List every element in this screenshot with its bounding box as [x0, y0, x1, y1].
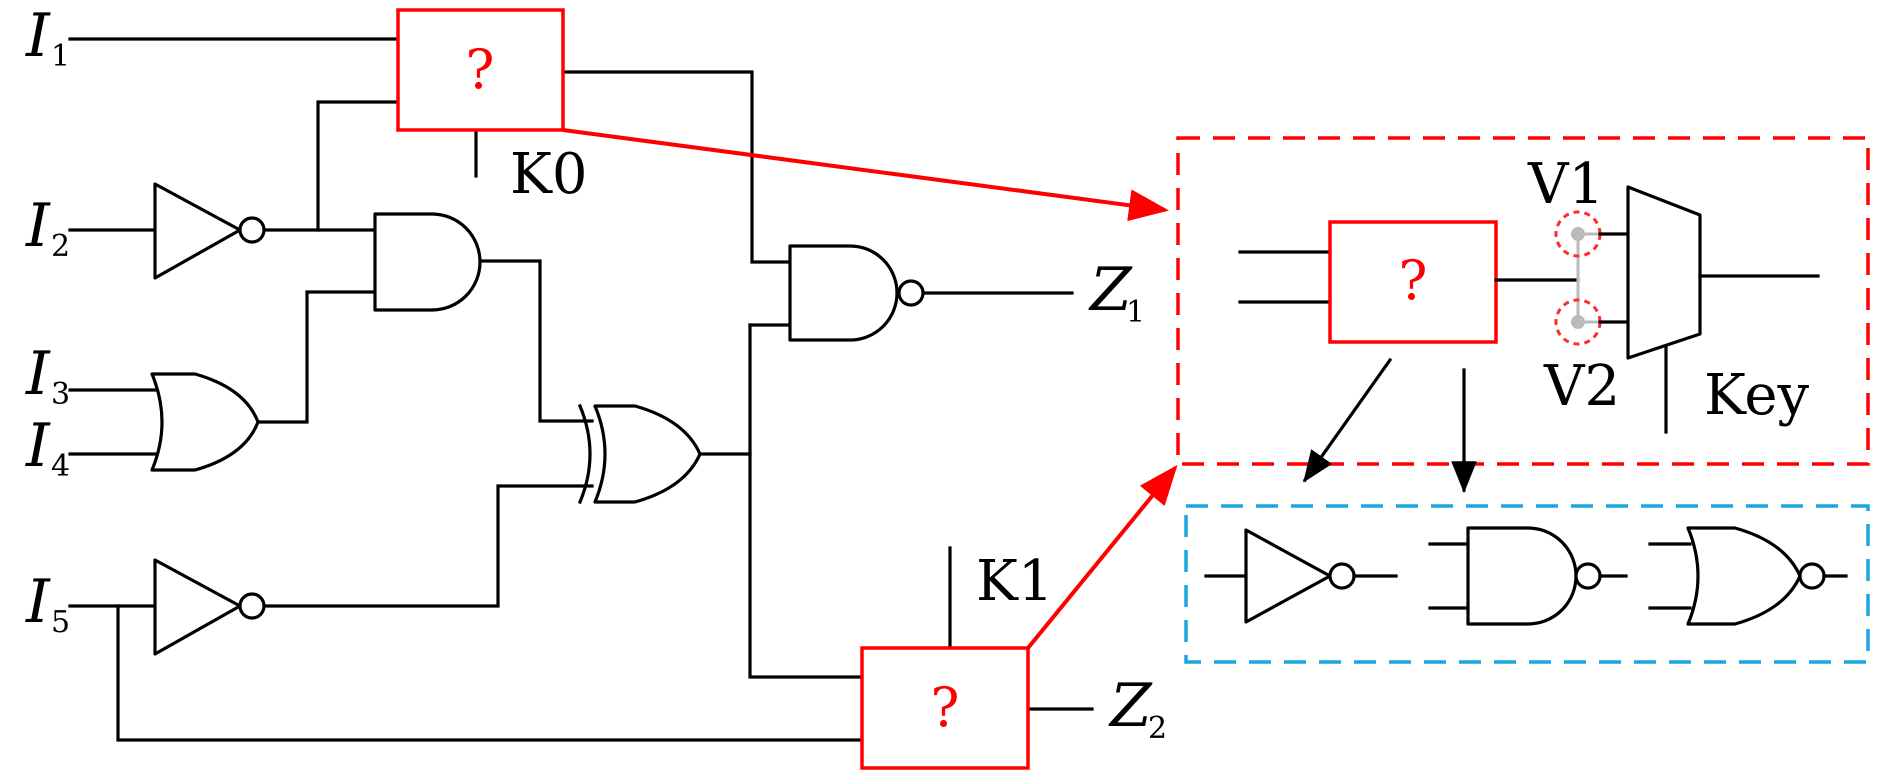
arrow-k1-to-detail	[1026, 464, 1178, 650]
detail-label-key: Key	[1704, 363, 1809, 428]
output-label-z2-letter: Z	[1108, 671, 1153, 741]
output-label-z2-sub: 2	[1148, 711, 1167, 746]
circuit-wires	[68, 37, 1094, 742]
input-label-i2-sub: 2	[51, 229, 70, 264]
detail-unknown-gate-symbol: ?	[1399, 249, 1428, 312]
locked-gate-k0: ?	[396, 8, 565, 132]
input-label-i5-sub: 5	[51, 605, 70, 640]
input-label-i3-letter: I	[25, 339, 51, 409]
key-label-k0: K0	[510, 142, 587, 207]
mux-icon	[1626, 185, 1702, 360]
candidate-nor-gate	[1648, 526, 1848, 626]
not-gate-i2	[153, 182, 266, 280]
input-label-i4-letter: I	[25, 411, 51, 481]
detail-label-v2: V2	[1543, 354, 1620, 419]
candidate-nand-gate	[1428, 526, 1628, 626]
input-label-i1-sub: 1	[51, 39, 70, 74]
candidate-gates-panel	[1184, 504, 1870, 664]
locked-gate-k1: ?	[860, 646, 1030, 770]
detail-label-v1: V1	[1527, 152, 1604, 217]
input-label-i3-sub: 3	[51, 377, 70, 412]
key-label-k1: K1	[976, 549, 1053, 614]
detail-unknown-gate	[1328, 220, 1498, 344]
output-label-z1-letter: Z	[1088, 255, 1133, 325]
and-gate	[373, 212, 482, 312]
input-label-i1-letter: I	[25, 1, 51, 71]
input-labels: I 1 I 2 I 3 I 4 I 5	[25, 1, 70, 640]
output-labels: Z 1 Z 2	[1088, 255, 1167, 746]
nand-gate	[788, 244, 925, 342]
output-label-z1-sub: 1	[1126, 295, 1145, 330]
detail-view-panel: ? V1 V2 Key	[1176, 136, 1870, 466]
locked-gate-k1-symbol: ?	[931, 676, 960, 739]
input-label-i5-letter: I	[25, 567, 51, 637]
input-label-i2-letter: I	[25, 191, 51, 261]
locked-gate-k0-symbol: ?	[466, 38, 495, 101]
input-label-i4-sub: 4	[51, 449, 70, 484]
candidate-not-gate	[1204, 528, 1398, 624]
xor-gate	[577, 403, 702, 505]
via-v2-dot	[1571, 315, 1585, 329]
via-v1-dot	[1571, 227, 1585, 241]
not-gate-i5	[153, 558, 266, 656]
or-gate	[150, 372, 260, 472]
arrow-k0-to-detail	[562, 128, 1169, 222]
arrow-to-candidate-not	[1302, 357, 1393, 483]
